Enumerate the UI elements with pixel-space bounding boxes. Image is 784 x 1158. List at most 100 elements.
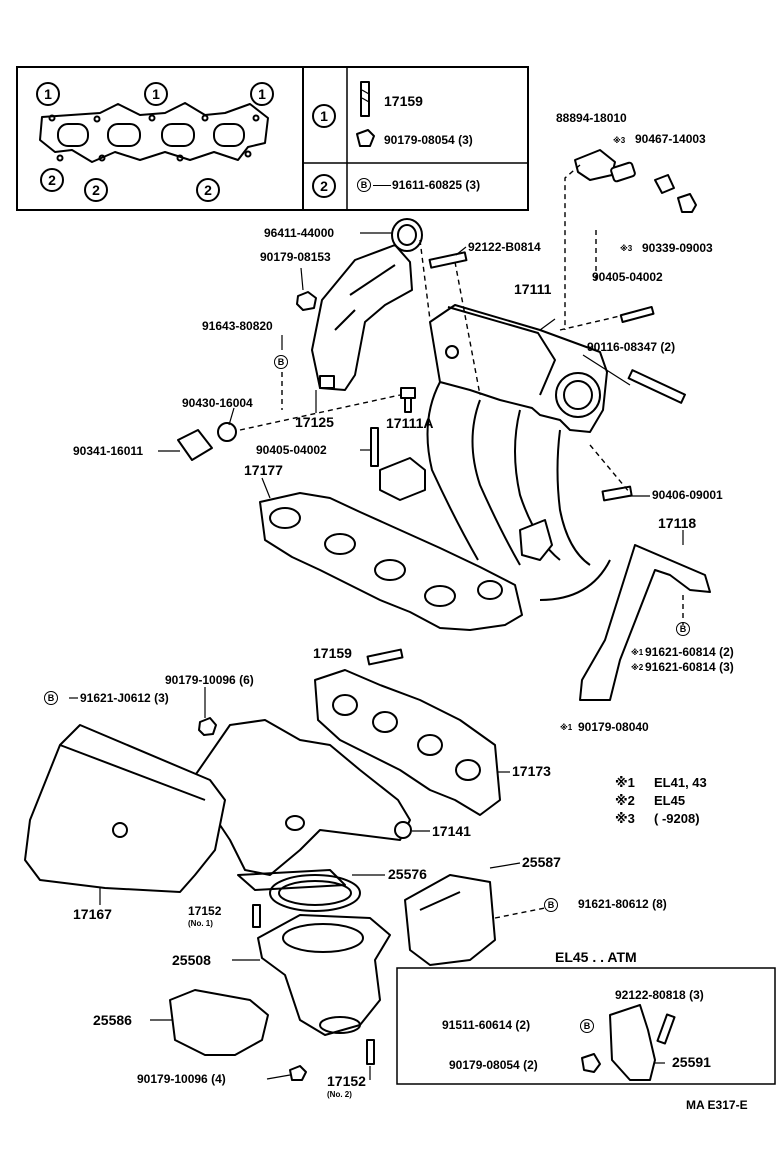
callout-90339-09003: 90339-09003 [642, 241, 713, 255]
legend-row1-part-90179: 90179-08054 (3) [384, 133, 473, 147]
legend-table-frame [16, 66, 529, 211]
nut-90179-08153 [296, 291, 317, 311]
inset-marker-b: B [580, 1019, 594, 1033]
manifold-body-17111 [426, 304, 611, 601]
callout-90341-16011: 90341-16011 [73, 444, 144, 458]
marker-b-17118: B [676, 622, 690, 636]
sensor-88894 [574, 149, 697, 213]
legend-marker-1-topmid: 1 [144, 82, 168, 106]
note-1-text: EL41, 43 [654, 775, 707, 790]
callout-25586: 25586 [93, 1012, 132, 1028]
dashed-alignment-lines [239, 164, 684, 919]
callout-17111: 17111 [514, 281, 552, 297]
bracket-25591 [581, 1004, 676, 1081]
callout-17177: 17177 [244, 462, 283, 478]
inset-callout-90179-08054: 90179-08054 (2) [449, 1058, 538, 1072]
mark-1-b: ※1 [560, 723, 573, 732]
gasket-17173 [314, 669, 501, 816]
heat-insulator-17125 [311, 244, 413, 391]
legend-row1-index: 1 [312, 104, 336, 128]
note-2-mark: ※2 [615, 793, 635, 808]
callout-91621-60814-3: 91621-60814 (3) [645, 660, 734, 674]
stud-17152-no2 [366, 1039, 375, 1065]
callout-90116-08347: 90116-08347 (2) [587, 340, 676, 354]
callout-90179-10096-4: 90179-10096 (4) [137, 1072, 226, 1086]
inset-title: EL45 . . ATM [555, 949, 637, 965]
callout-17173: 17173 [512, 763, 551, 779]
note-1-mark: ※1 [615, 775, 635, 790]
callout-90467-14003: 90467-14003 [635, 132, 706, 146]
inset-callout-92122-80818: 92122-80818 (3) [615, 988, 704, 1002]
callout-17111a: 17111A [386, 415, 434, 431]
callout-17125: 17125 [295, 414, 334, 430]
marker-b-91621-80612: B [544, 898, 558, 912]
legend-row2-part: 91611-60825 (3) [392, 178, 481, 192]
callout-90406-09001: 90406-09001 [652, 488, 723, 502]
note-2-text: EL45 [654, 793, 686, 808]
legend-row2-marker-b: B [357, 178, 371, 192]
callout-90179-08153: 90179-08153 [260, 250, 331, 264]
callout-17141: 17141 [432, 823, 471, 839]
insulator-25587 [404, 874, 496, 966]
pin-90405-upper [619, 305, 655, 324]
mark-3-a: ※3 [613, 136, 626, 145]
legend-marker-2-left: 2 [40, 168, 64, 192]
callout-25576: 25576 [388, 866, 427, 882]
mark-2-a: ※2 [631, 663, 644, 672]
legend-marker-1-topleft: 1 [36, 82, 60, 106]
callout-17152-no2: 17152 [327, 1073, 366, 1089]
callout-92122-b0814: 92122-B0814 [468, 240, 541, 254]
bolt-17111A [400, 387, 416, 413]
legend-marker-1-topright: 1 [250, 82, 274, 106]
marker-b-91621-j0612: B [44, 691, 58, 705]
legend-row2-leader [373, 185, 391, 186]
exhaust-manifold-17141 [184, 719, 412, 891]
pin-90405-lower [370, 427, 379, 467]
insulator-25586 [169, 989, 269, 1056]
callout-90179-10096-6: 90179-10096 (6) [165, 673, 254, 687]
mark-1-a: ※1 [631, 648, 644, 657]
callout-17152-no2-sub: (No. 2) [327, 1090, 352, 1099]
callout-90405-04002-lower: 90405-04002 [256, 443, 327, 457]
stud-17152-no1 [252, 904, 261, 928]
bracket-17118 [579, 544, 711, 701]
marker-b-91643: B [274, 355, 288, 369]
gasket-25576 [269, 874, 361, 912]
legend-marker-2-right: 2 [196, 178, 220, 202]
nut-90179-10096-lower [289, 1065, 307, 1081]
gasket-17177 [259, 457, 553, 631]
inset-callout-91511-60614: 91511-60614 (2) [442, 1018, 531, 1032]
callout-91621-80612: 91621-80612 (8) [578, 897, 667, 911]
callout-17118: 17118 [658, 515, 697, 531]
legend-row2-index: 2 [312, 174, 336, 198]
heat-insulator-17167 [24, 724, 226, 893]
legend-stud-icon [360, 81, 370, 117]
leader-lines [69, 232, 684, 1080]
inset-callout-25591: 25591 [672, 1054, 711, 1070]
legend-marker-2-mid: 2 [84, 178, 108, 202]
nut-90179-10096-upper [198, 717, 217, 736]
mark-3-b: ※3 [620, 244, 633, 253]
callout-17167: 17167 [73, 906, 112, 922]
callout-17159: 17159 [313, 645, 352, 661]
callout-17152-no1-sub: (No. 1) [188, 919, 213, 928]
callout-96411-44000: 96411-44000 [264, 226, 335, 240]
callout-91621-j0612: 91621-J0612 (3) [80, 691, 169, 705]
callout-90179-08040: 90179-08040 [578, 720, 649, 734]
callout-17152-no1: 17152 [188, 904, 222, 918]
callout-88894-18010: 88894-18010 [556, 111, 627, 125]
legend-gasket-drawing [39, 102, 269, 163]
figure-code: MA E317-E [686, 1098, 748, 1112]
callout-91621-60814-2: 91621-60814 (2) [645, 645, 734, 659]
callout-91643-80820: 91643-80820 [202, 319, 273, 333]
note-3-text: ( -9208) [654, 811, 700, 826]
callout-25587: 25587 [522, 854, 561, 870]
plug-90341 [177, 422, 237, 461]
plug-96411 [391, 218, 423, 252]
legend-nut-icon [356, 129, 375, 147]
callout-90405-04002-upper: 90405-04002 [592, 270, 663, 284]
callout-25508: 25508 [172, 952, 211, 968]
stud-90116 [627, 369, 686, 404]
converter-25508 [257, 914, 391, 1036]
